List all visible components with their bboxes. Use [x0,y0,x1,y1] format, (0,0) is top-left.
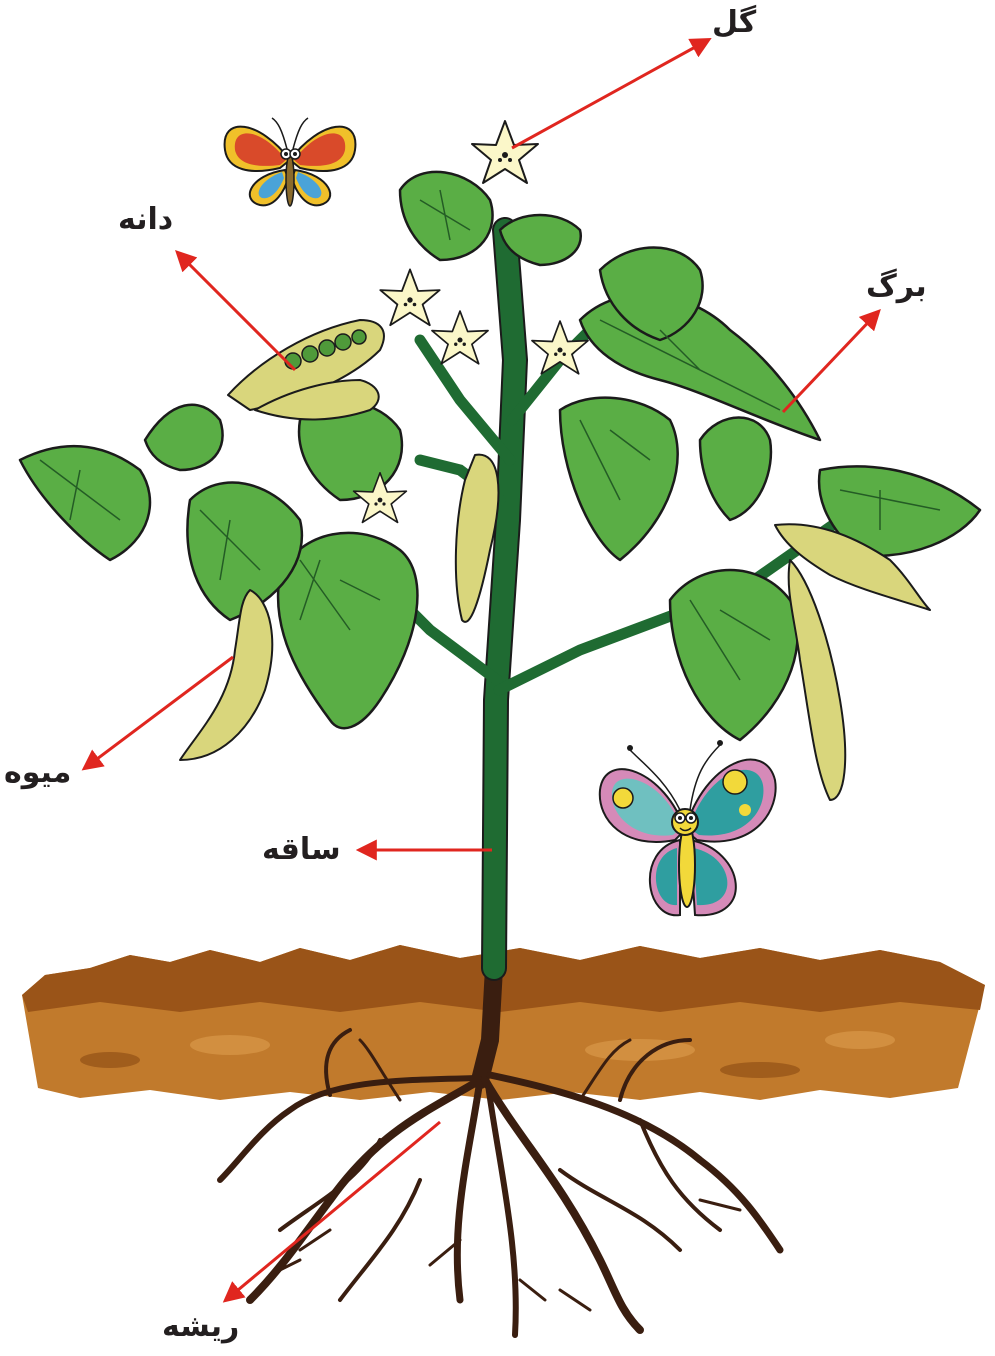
label-flower: گل [712,8,756,38]
arrow-seed [178,253,295,370]
label-root: ریشه [162,1312,239,1342]
arrow-flower [512,40,708,148]
arrow-leaf [783,312,878,412]
label-stem: ساقه [262,835,341,865]
butterfly-teal-icon [600,740,776,915]
label-fruit: میوه [4,758,71,788]
butterfly-orange-icon [225,118,356,206]
label-leaf: برگ [866,272,927,302]
arrow-root [226,1122,440,1300]
label-seed: دانه [118,205,173,235]
